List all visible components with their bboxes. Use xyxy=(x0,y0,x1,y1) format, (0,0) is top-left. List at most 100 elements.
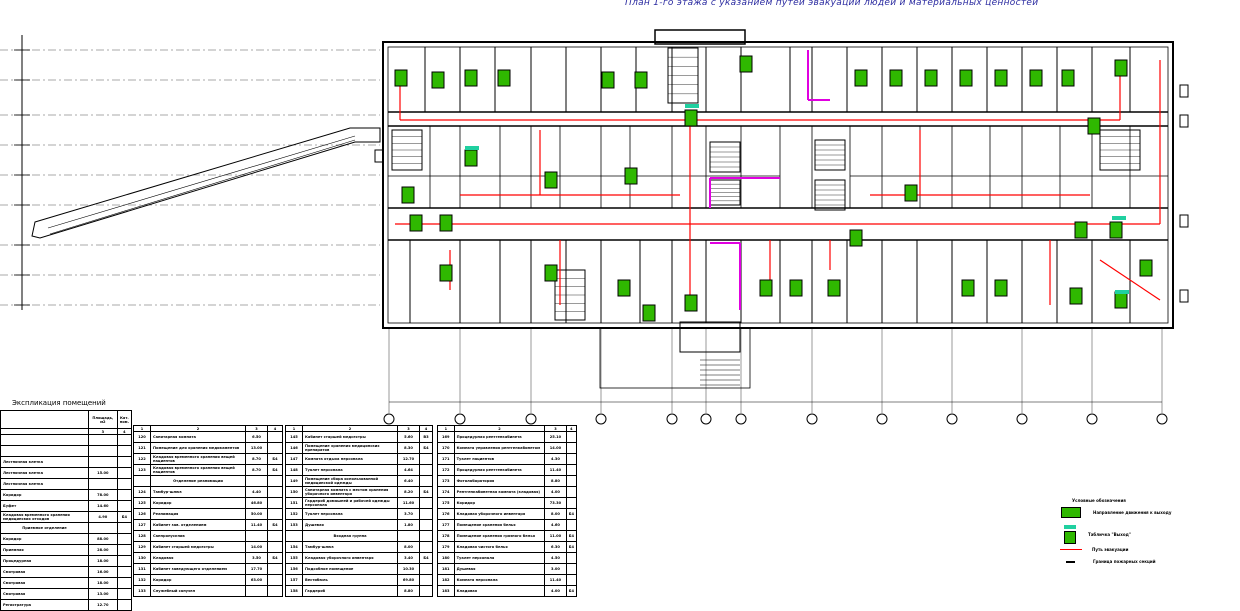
exit-sign xyxy=(924,69,938,87)
table-cell: Кладовая xyxy=(150,552,246,564)
table-cell: Процедурная рентгенкабинета xyxy=(453,431,546,443)
exit-sign xyxy=(1139,259,1153,277)
evacuation-route-icon xyxy=(1060,549,1082,550)
table-row xyxy=(0,445,133,457)
table-cell xyxy=(419,464,433,476)
table-cell xyxy=(245,530,268,542)
drawing-title: План 1-го этажа с указанием путей эвакуа… xyxy=(625,0,1039,8)
table-cell: Регистратура xyxy=(0,599,89,611)
table-cell: 170 xyxy=(437,442,455,454)
table-cell: 126 xyxy=(133,508,151,520)
table-cell: Б4 xyxy=(565,530,578,542)
table-cell xyxy=(397,530,420,542)
exit-sign xyxy=(624,167,638,185)
table-cell: Служебный санузел xyxy=(150,585,246,597)
table-cell: Помещение для хранения медикаментов xyxy=(150,442,246,454)
table-cell: Кладовая временного хранения вещей пацие… xyxy=(150,453,246,465)
table-cell: Б4 xyxy=(267,552,283,564)
table-cell: Кабинет старшей медсестры xyxy=(150,541,246,553)
table-cell xyxy=(419,541,433,553)
table-cell: Кладовая чистого белья xyxy=(453,541,546,553)
table-cell: 131 xyxy=(133,563,151,575)
table-cell xyxy=(267,431,283,443)
table-cell: 176 xyxy=(437,508,455,520)
table-cell: 149 xyxy=(285,475,303,487)
table-cell: 177 xyxy=(437,519,455,531)
table-cell: Б4 xyxy=(419,552,433,564)
table-cell xyxy=(116,533,133,545)
table-cell: Б4 xyxy=(116,511,133,523)
table-cell: 6.50 xyxy=(245,431,268,443)
table-cell: 132 xyxy=(133,574,151,586)
exit-plate-icon xyxy=(1064,525,1076,544)
exit-sign xyxy=(827,279,841,297)
table-cell: 133 xyxy=(133,585,151,597)
table-cell: 14.00 xyxy=(544,442,567,454)
table-cell xyxy=(116,489,133,501)
exit-sign xyxy=(789,279,803,297)
table-cell: 12.70 xyxy=(397,453,420,465)
exit-sign xyxy=(904,184,918,202)
table-cell: 173 xyxy=(437,475,455,487)
table-cell: 4.00 xyxy=(544,585,567,597)
axis-marker xyxy=(1016,413,1028,425)
table-cell: Процедурная xyxy=(0,555,89,567)
table-cell xyxy=(116,577,133,589)
table-cell: Кабинет зав. отделением xyxy=(150,519,246,531)
table-cell: 11.40 xyxy=(245,519,268,531)
table-cell: Туалет персонала xyxy=(302,464,398,476)
legend-item-exit-direction: Направление движения к выходу xyxy=(1050,507,1171,518)
table-cell: Б4 xyxy=(267,519,283,531)
building-outer-wall xyxy=(382,41,1174,329)
table-cell xyxy=(0,434,89,446)
table-cell: Кладовая временного хранения вещей пацие… xyxy=(150,464,246,476)
table-cell: 150 xyxy=(285,486,303,498)
exit-sign xyxy=(1074,221,1088,239)
table-cell: Реанимация xyxy=(150,508,246,520)
table-row xyxy=(0,434,133,446)
table-cell: 181 xyxy=(437,563,455,575)
exterior-exit xyxy=(1179,114,1189,128)
axis-marker xyxy=(735,413,747,425)
table-cell: Лестничная клетка xyxy=(0,456,89,468)
table-cell: Смотровая xyxy=(0,577,89,589)
table-cell: Санитарная комната xyxy=(150,431,246,443)
table-cell: 13.00 xyxy=(245,442,268,454)
table-cell xyxy=(0,445,89,457)
table-cell: Душевая xyxy=(453,563,546,575)
table-cell: 78.00 xyxy=(87,489,118,501)
table-cell: 17.70 xyxy=(245,563,268,575)
table-cell xyxy=(419,508,433,520)
table-cell xyxy=(87,478,118,490)
table-cell: 8.00 xyxy=(544,508,567,520)
table-cell: 14.00 xyxy=(245,541,268,553)
table-cell: Фотолаборатория xyxy=(453,475,546,487)
exit-sign xyxy=(401,186,415,204)
table-cell xyxy=(565,552,578,564)
table-cell: Душевая xyxy=(302,519,398,531)
table-cell: 156 xyxy=(285,563,303,575)
table-cell: Гардероб xyxy=(302,585,398,597)
table-cell: 127 xyxy=(133,519,151,531)
table-cell xyxy=(245,475,268,487)
floor-plan xyxy=(0,29,1189,425)
exit-sign xyxy=(497,69,511,87)
table-cell: 69.80 xyxy=(397,574,420,586)
table-cell xyxy=(116,566,133,578)
table-cell: Лестничная клетка xyxy=(0,478,89,490)
table-cell xyxy=(116,478,133,490)
table-cell: Смотровая xyxy=(0,588,89,600)
